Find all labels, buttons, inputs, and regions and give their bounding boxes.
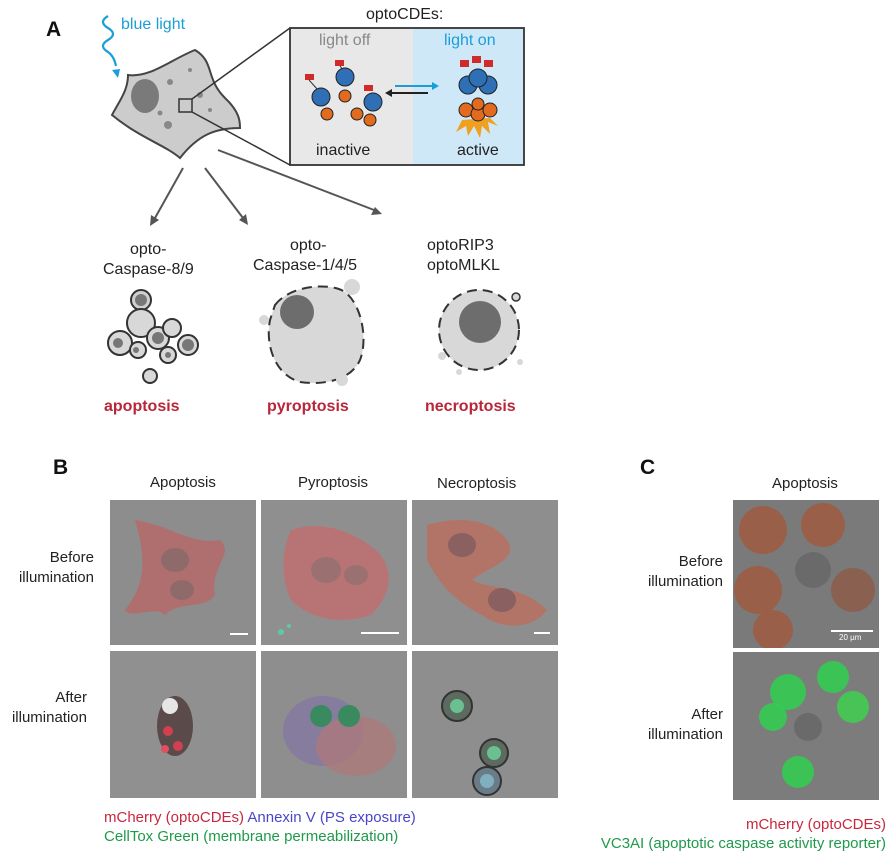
apoptosis-label: apoptosis xyxy=(104,398,180,415)
panel-a-diagram xyxy=(101,15,525,386)
row-label-c-before: Before illumination xyxy=(647,553,723,590)
pathway-2-line2: Caspase-1/4/5 xyxy=(253,257,358,274)
light-off-label: light off xyxy=(319,32,371,49)
inactive-label: inactive xyxy=(316,142,371,159)
pyroptosis-label: pyroptosis xyxy=(267,398,349,415)
panel-c-letter: C xyxy=(640,456,656,479)
pathway-2-line1: opto- xyxy=(290,237,327,254)
row-label-after: After illumination xyxy=(11,689,87,726)
inactive-molecules xyxy=(305,60,383,127)
micrograph-pyroptosis-before xyxy=(261,500,407,645)
panel-a-letter: A xyxy=(46,18,62,41)
necroptosis-label: necroptosis xyxy=(425,398,516,415)
legend-c-mcherry: mCherry (optoCDEs) xyxy=(745,816,886,833)
legend-mcherry: mCherry (optoCDEs) xyxy=(104,809,245,826)
row-label-before: Before illumination xyxy=(18,549,94,586)
column-header-c-apoptosis: Apoptosis xyxy=(772,475,838,492)
legend-celltox: CellTox Green (membrane permeabilization… xyxy=(104,828,399,845)
micrograph-c-before xyxy=(733,500,879,648)
micrograph-necroptosis-before xyxy=(412,500,558,645)
blue-light-label: blue light xyxy=(121,16,186,33)
micrograph-necroptosis-after xyxy=(412,651,558,798)
pathway-3-line2: optoMLKL xyxy=(427,257,500,274)
pathway-1-line1: opto- xyxy=(130,241,167,258)
active-label: active xyxy=(457,142,499,159)
micrograph-apoptosis-after xyxy=(110,651,256,798)
column-header-pyroptosis: Pyroptosis xyxy=(298,474,369,491)
column-header-apoptosis: Apoptosis xyxy=(150,474,216,491)
cell-shape xyxy=(110,48,242,160)
micrograph-c-after xyxy=(733,652,879,800)
blue-light-wave-icon xyxy=(101,15,118,67)
micrograph-pyroptosis-after xyxy=(261,651,407,798)
legend-c-vc3ai: VC3AI (apoptotic caspase activity report… xyxy=(600,835,886,852)
necroptosis-cell-icon xyxy=(438,289,523,375)
legend-annexin: Annexin V (PS exposure) xyxy=(247,809,416,826)
light-on-label: light on xyxy=(444,32,496,49)
optocdes-title: optoCDEs: xyxy=(366,6,444,23)
pathway-3-line1: optoRIP3 xyxy=(427,237,494,254)
column-header-necroptosis: Necroptosis xyxy=(437,475,517,492)
apoptosis-cell-icon xyxy=(107,289,199,384)
legend-c: mCherry (optoCDEs) VC3AI (apoptotic casp… xyxy=(540,815,886,853)
pyroptosis-cell-icon xyxy=(259,279,365,386)
active-molecule-cluster xyxy=(456,56,498,138)
cell-nucleus xyxy=(131,79,159,113)
micrograph-apoptosis-before xyxy=(110,500,256,645)
pathway-1-line2: Caspase-8/9 xyxy=(103,261,194,278)
scale-bar-label: 20 μm xyxy=(839,633,862,642)
legend-b: mCherry (optoCDEs) Annexin V (PS exposur… xyxy=(104,808,416,846)
row-label-c-after: After illumination xyxy=(647,706,723,743)
panel-b-letter: B xyxy=(53,456,69,479)
